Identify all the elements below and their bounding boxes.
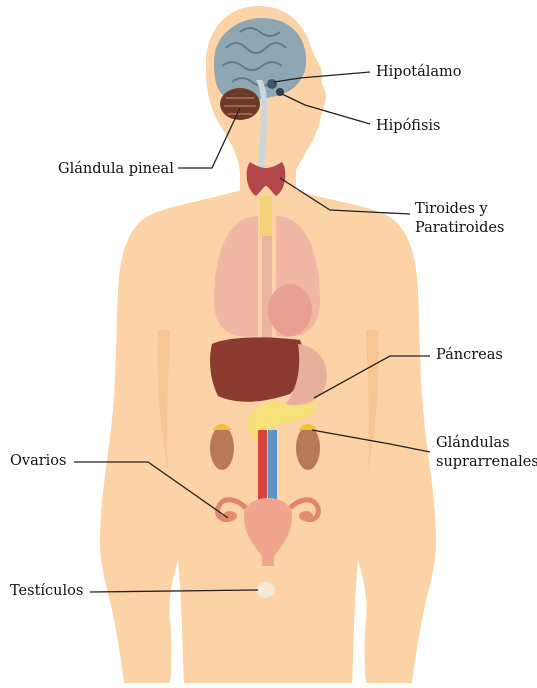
label-testiculos: Testículos: [10, 582, 83, 600]
left-kidney: [210, 426, 234, 470]
right-ovary: [299, 511, 313, 521]
label-glandula-pineal: Glándula pineal: [58, 160, 174, 178]
cerebellum: [220, 88, 260, 120]
testicle: [257, 582, 275, 598]
right-kidney: [296, 426, 320, 470]
label-hipotalamo: Hipotálamo: [376, 63, 462, 81]
label-glandulas-line2: suprarrenales: [436, 453, 537, 471]
label-tiroides-line1: Tiroides y: [415, 200, 488, 218]
vena-cava: [268, 430, 277, 500]
label-ovarios: Ovarios: [10, 452, 66, 470]
liver: [210, 337, 304, 401]
label-tiroides-line2: Paratiroides: [415, 219, 504, 237]
aorta: [258, 430, 267, 500]
label-pancreas: Páncreas: [436, 346, 503, 364]
heart: [268, 284, 312, 336]
trachea: [260, 196, 272, 236]
hypothalamus-dot: [267, 79, 277, 89]
label-glandulas-line1: Glándulas: [436, 434, 510, 452]
label-hipofisis: Hipófisis: [376, 117, 441, 135]
